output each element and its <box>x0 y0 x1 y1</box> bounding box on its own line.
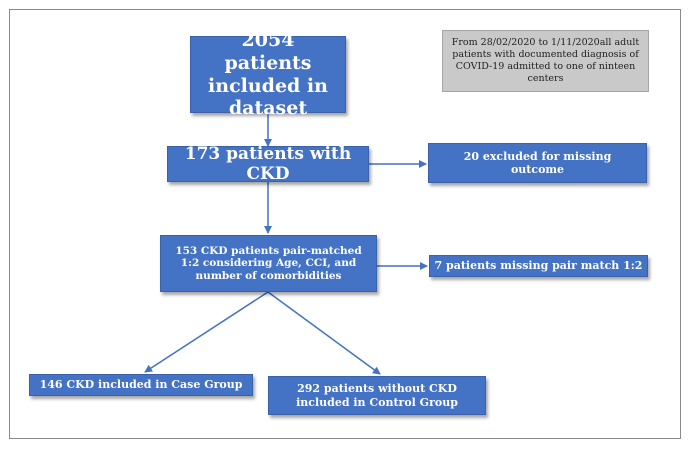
date-range-note-text: From 28/02/2020 to 1/11/2020all adult pa… <box>451 37 640 84</box>
node-292-control-group: 292 patients without CKD included in Con… <box>268 376 486 415</box>
node-2054-patients: 2054 patients included in dataset <box>190 29 346 119</box>
node-153-matched: 153 CKD patients pair-matched 1:2 consid… <box>160 235 377 292</box>
node-7-missing: 7 patients missing pair match 1:2 <box>429 255 648 277</box>
node-20-excluded: 20 excluded for missing outcome <box>428 143 647 183</box>
node-20-label: 20 excluded for missing outcome <box>463 149 612 176</box>
node-173-ckd: 173 patients with CKD <box>167 143 369 184</box>
node-173-label: 173 patients with CKD <box>184 143 352 184</box>
date-range-note: From 28/02/2020 to 1/11/2020all adult pa… <box>442 30 649 92</box>
node-146-label: 146 CKD included in Case Group <box>39 378 243 392</box>
node-146-case-group: 146 CKD included in Case Group <box>29 374 253 396</box>
node-7-label: 7 patients missing pair match 1:2 <box>434 259 643 273</box>
arrow-153-to-146 <box>144 291 269 373</box>
node-153-label: 153 CKD patients pair-matched 1:2 consid… <box>175 244 362 282</box>
node-292-label: 292 patients without CKD included in Con… <box>296 382 458 409</box>
diagram-frame <box>9 9 681 439</box>
node-2054-label: 2054 patients included in dataset <box>208 28 328 120</box>
arrow-153-to-292 <box>267 291 381 375</box>
